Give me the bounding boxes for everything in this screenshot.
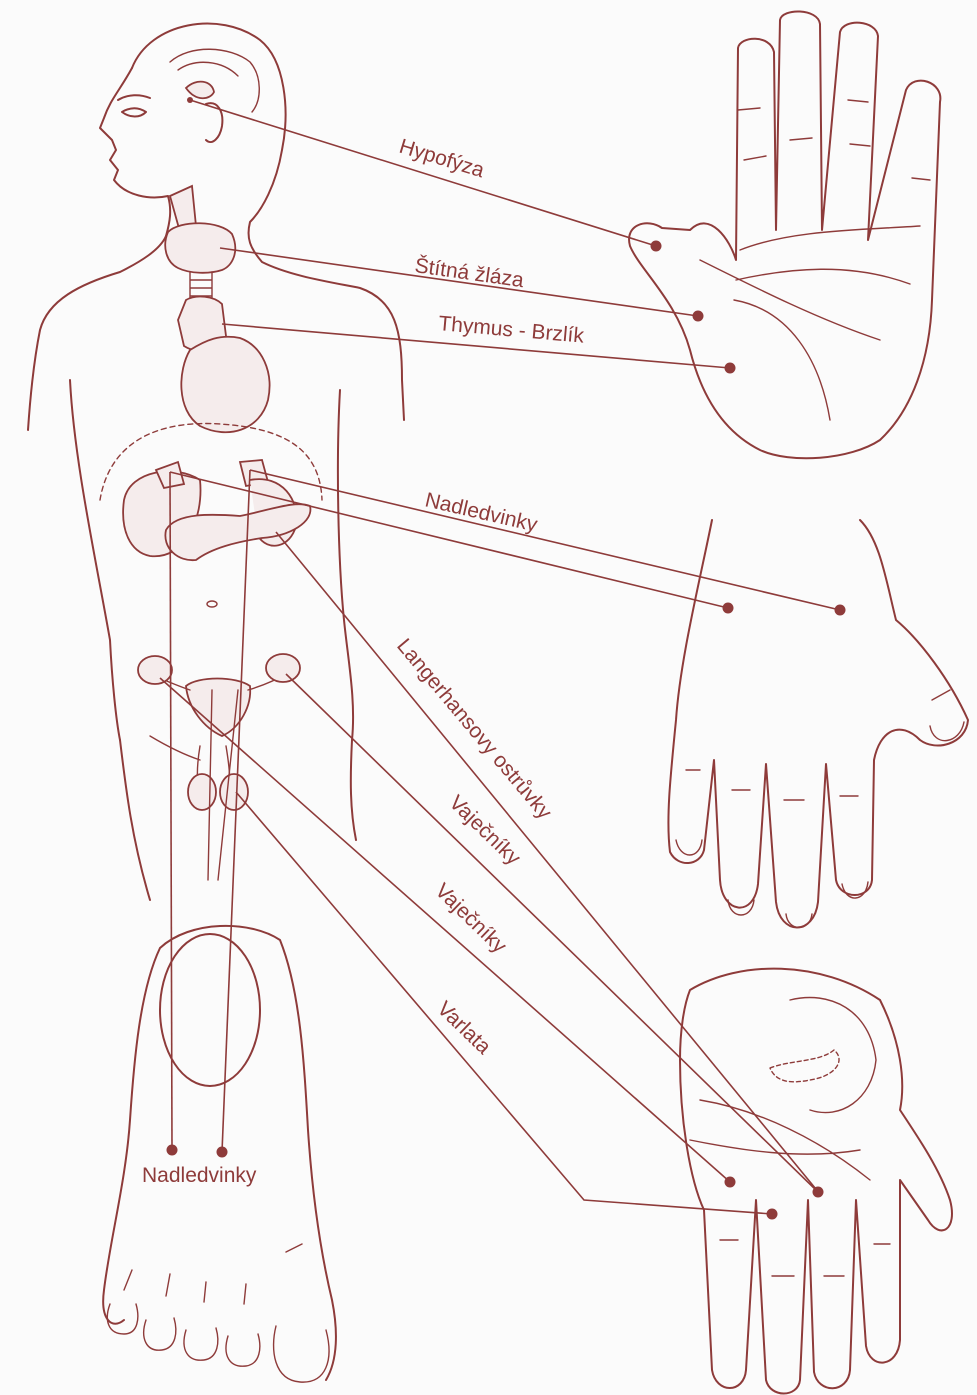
label-testes: Varlata: [433, 997, 496, 1059]
pituitary-source-dot: [187, 97, 193, 103]
toe-4: [226, 1334, 260, 1366]
pituitary-organ: [186, 82, 214, 99]
hand-2-knuckle-creases: [686, 690, 950, 800]
label-pituitary: Hypofýza: [397, 135, 488, 183]
ovary-connector-2: [160, 678, 730, 1182]
label-thyroid: Štítná žláza: [413, 254, 525, 292]
face-profile: [100, 68, 170, 236]
navel: [207, 601, 217, 607]
hand-1-figure: [629, 11, 940, 458]
human-body-figure: [28, 24, 404, 900]
ovary-langerhans-point: [813, 1187, 824, 1198]
ovary-connector-1: [286, 674, 818, 1192]
torso-right-side: [338, 390, 356, 840]
label-adrenals-foot: Nadledvinky: [142, 1164, 257, 1187]
testis-point: [767, 1209, 778, 1220]
toe-creases: [124, 1244, 302, 1304]
adrenal-foot-connector-1: [170, 472, 172, 1150]
torso-left-side: [70, 380, 120, 740]
heel-circle: [160, 934, 260, 1086]
label-langerhans: Langerhansovy ostrůvky: [392, 634, 556, 824]
hand-3-thumb-pad: [790, 998, 876, 1113]
ovary-point-1: [725, 1177, 736, 1188]
heart-organ: [181, 337, 269, 432]
brain-outline: [170, 49, 259, 112]
toe-3: [184, 1328, 218, 1360]
langerhans-connector: [276, 532, 820, 1194]
label-thymus: Thymus - Brzlík: [438, 312, 586, 348]
adrenal-foot-point-2: [217, 1147, 228, 1158]
toe-2: [144, 1318, 176, 1350]
left-testis-organ: [188, 774, 216, 810]
hip-line: [150, 736, 200, 760]
adrenal-foot-point-1: [167, 1145, 178, 1156]
label-ovaries-2: Vaječníky: [431, 879, 512, 958]
adrenal-foot-connector-2: [222, 470, 250, 1152]
hand-3-dashed-line: [770, 1050, 839, 1082]
left-leg: [120, 740, 150, 900]
head-outline: [132, 24, 404, 420]
labels: Hypofýza Štítná žláza Thymus - Brzlík Na…: [142, 135, 585, 1187]
big-toe: [274, 1326, 329, 1382]
hand-2-nails: [676, 722, 964, 928]
brain-inner: [178, 62, 238, 76]
label-adrenals-hand: Nadledvinky: [423, 488, 540, 536]
thymus-point: [725, 363, 736, 374]
hand-1-outline: [629, 11, 940, 458]
pituitary-connector: [190, 100, 656, 246]
hand-1-palm-lines: [700, 226, 920, 420]
label-ovaries-1: Vaječníky: [445, 791, 526, 870]
thyroid-point: [693, 311, 704, 322]
eye: [122, 108, 146, 116]
hand-3-outline: [680, 969, 952, 1394]
right-ovary-organ: [266, 654, 300, 682]
brow: [118, 95, 150, 100]
adrenal-hand-point-1: [723, 603, 734, 614]
left-ovary-organ: [138, 656, 172, 684]
toe-1: [107, 1304, 137, 1334]
left-shoulder: [28, 236, 166, 430]
hand-2-figure: [668, 520, 968, 928]
hand-2-outline: [668, 520, 968, 928]
pituitary-point: [651, 241, 662, 252]
right-testis-organ: [220, 774, 248, 810]
hand-3-figure: [680, 969, 952, 1394]
adrenal-hand-point-2: [835, 605, 846, 616]
hand-3-palm-lines: [690, 1100, 870, 1180]
